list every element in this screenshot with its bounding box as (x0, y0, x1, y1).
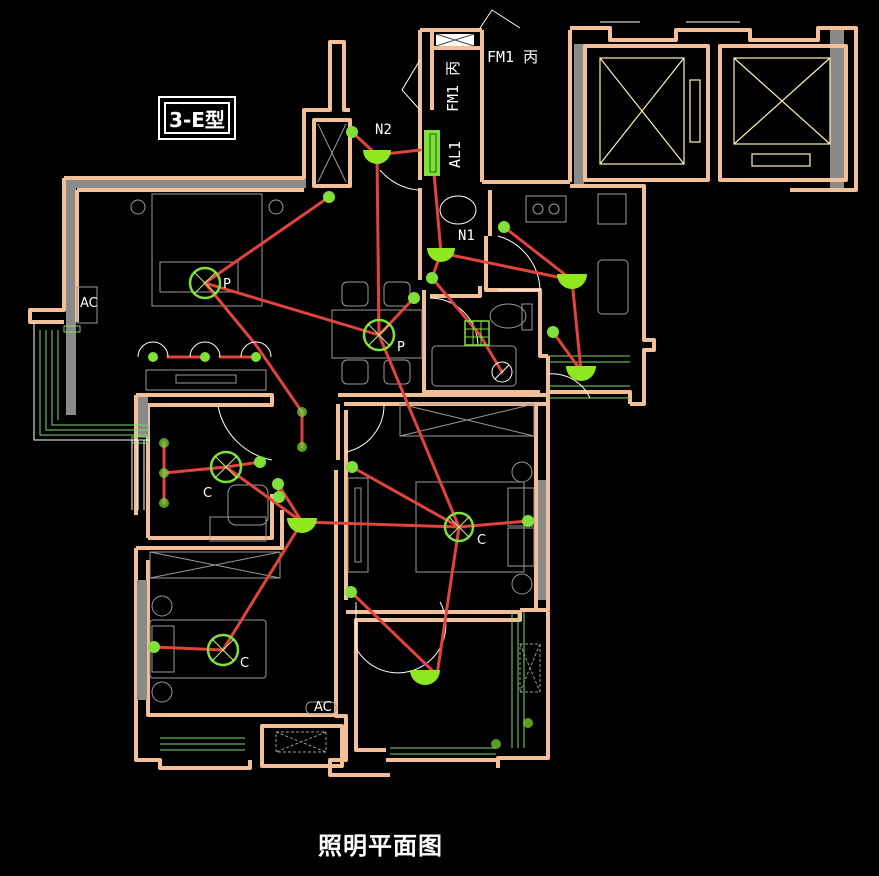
ac-label-living: AC (80, 296, 98, 311)
pendant-lamp-icon (188, 266, 222, 300)
drawing-type-badge: 3-E型 (158, 96, 236, 140)
lamp-label-bedroom2: C (240, 656, 249, 671)
door-label-n2: N2 (375, 122, 392, 138)
ceiling-lights (287, 150, 596, 685)
pendant-lamps: P P C C C (188, 266, 486, 671)
ceiling-light-icon (363, 150, 391, 164)
drawing-type-text: 3-E型 (164, 102, 230, 134)
lamp-label-living: P (223, 277, 231, 292)
switches (137, 126, 559, 749)
ac-label-bedroom: AC (314, 700, 332, 715)
distribution-panel (424, 130, 440, 176)
furniture: AC AC (76, 123, 629, 753)
ceiling-light-icon (566, 366, 596, 381)
door-label-n1: N1 (458, 228, 475, 244)
walls (28, 26, 858, 777)
fire-door-label-vertical: FM1 丙 (444, 61, 462, 112)
elevator-shafts (599, 57, 831, 167)
lamp-label-study: C (203, 486, 212, 501)
fire-door-label: FM1 丙 (487, 48, 538, 66)
panel-label: AL1 (446, 141, 464, 168)
ceiling-light-icon (287, 518, 317, 533)
ceiling-light-icon (410, 670, 440, 685)
ceiling-light-icon (427, 248, 455, 262)
pendant-lamp-icon (206, 633, 240, 667)
pendant-lamp-icon (443, 511, 475, 543)
drawing-caption: 照明平面图 (318, 832, 443, 860)
lamp-label-dining: P (397, 340, 405, 355)
lamp-label-master: C (477, 533, 486, 548)
pendant-lamp-icon (209, 450, 243, 484)
pendant-lamp-icon (362, 318, 396, 352)
ceiling-light-icon (557, 274, 587, 289)
